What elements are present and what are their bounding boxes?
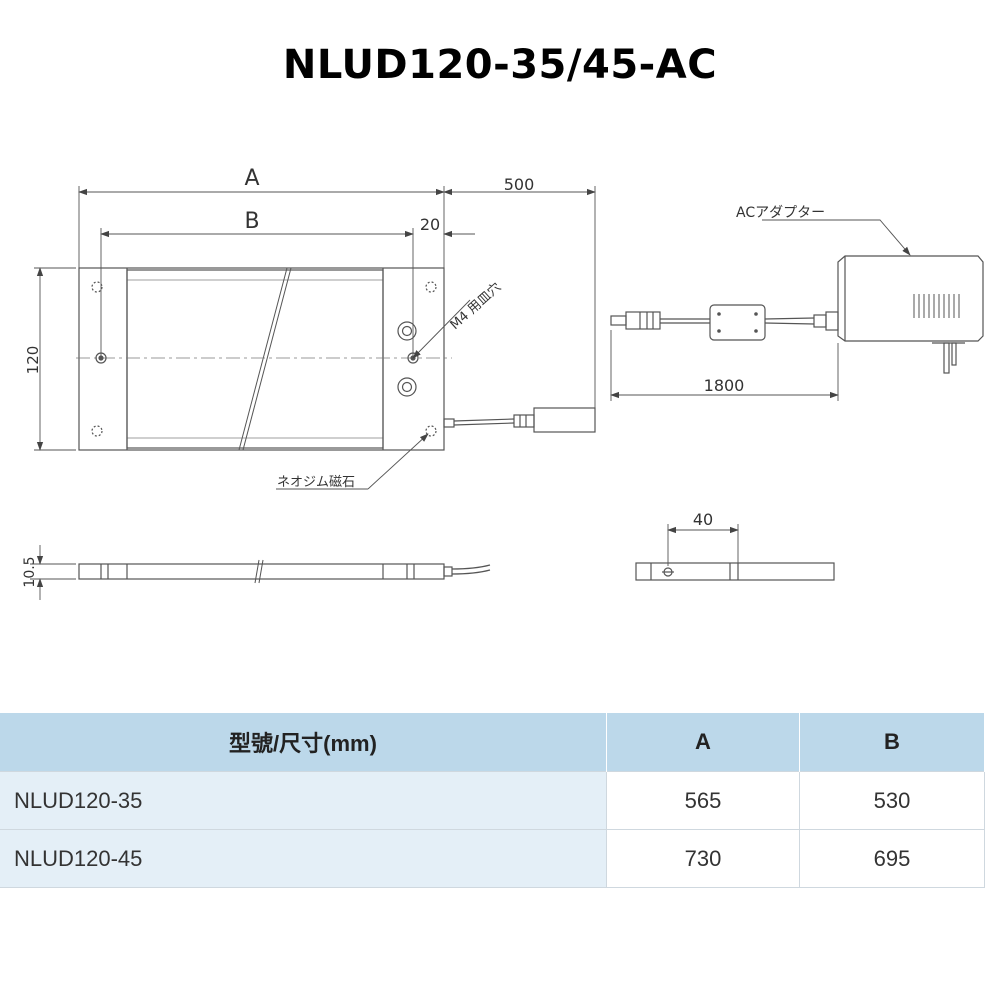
header-b: B [799, 713, 985, 772]
dc-plug [533, 407, 596, 433]
side-view [78, 559, 491, 584]
ac-adapter [610, 255, 984, 374]
m4-countersink-label: M4 用皿穴 [448, 280, 505, 333]
dim-1800-label: 1800 [704, 376, 745, 395]
plug-prongs-icon [932, 342, 965, 374]
dimensions-end [667, 524, 739, 566]
neodymium-magnet-label: ネオジム磁石 [277, 475, 355, 490]
vent-icon [913, 294, 960, 318]
technical-drawing: A B 500 20 120 M4 用皿穴 ネオジム磁石 [22, 166, 984, 600]
table-row: NLUD120-35 565 530 [0, 771, 985, 830]
end-view [635, 562, 835, 581]
dim-b-label: B [244, 209, 259, 234]
cell-model: NLUD120-45 [0, 829, 607, 888]
cell-b: 530 [799, 771, 985, 830]
break-line [238, 267, 288, 451]
table-row: NLUD120-45 730 695 [0, 829, 985, 888]
dc-output-plug [625, 311, 661, 330]
header-model: 型號/尺寸(mm) [0, 713, 607, 772]
cell-model: NLUD120-35 [0, 771, 607, 830]
dim-40-label: 40 [693, 510, 713, 529]
dimensions-adapter [610, 219, 911, 401]
spec-table: 型號/尺寸(mm) A B NLUD120-35 565 530 NLUD120… [0, 713, 985, 888]
cell-a: 565 [606, 771, 800, 830]
emitting-window [126, 269, 384, 449]
dim-500-label: 500 [504, 175, 535, 194]
header-a: A [606, 713, 800, 772]
dim-120-label: 120 [24, 346, 42, 375]
top-view [76, 267, 596, 451]
dim-a-label: A [244, 166, 259, 191]
dim-10-5-label: 10.5 [22, 556, 38, 587]
page-title: NLUD120-35/45-AC [282, 42, 718, 88]
dimensions-side [30, 545, 76, 600]
cell-a: 730 [606, 829, 800, 888]
table-header-row: 型號/尺寸(mm) A B [0, 713, 985, 772]
ac-adapter-label: ACアダプター [736, 205, 825, 221]
unit-outline [78, 267, 445, 451]
dim-20-label: 20 [420, 215, 440, 234]
magnet-hole [91, 281, 103, 293]
dimensions-top [34, 186, 596, 490]
ferrite-core [709, 304, 766, 341]
screw-icon [397, 321, 417, 341]
cable-gland [443, 418, 455, 428]
cell-b: 695 [799, 829, 985, 888]
